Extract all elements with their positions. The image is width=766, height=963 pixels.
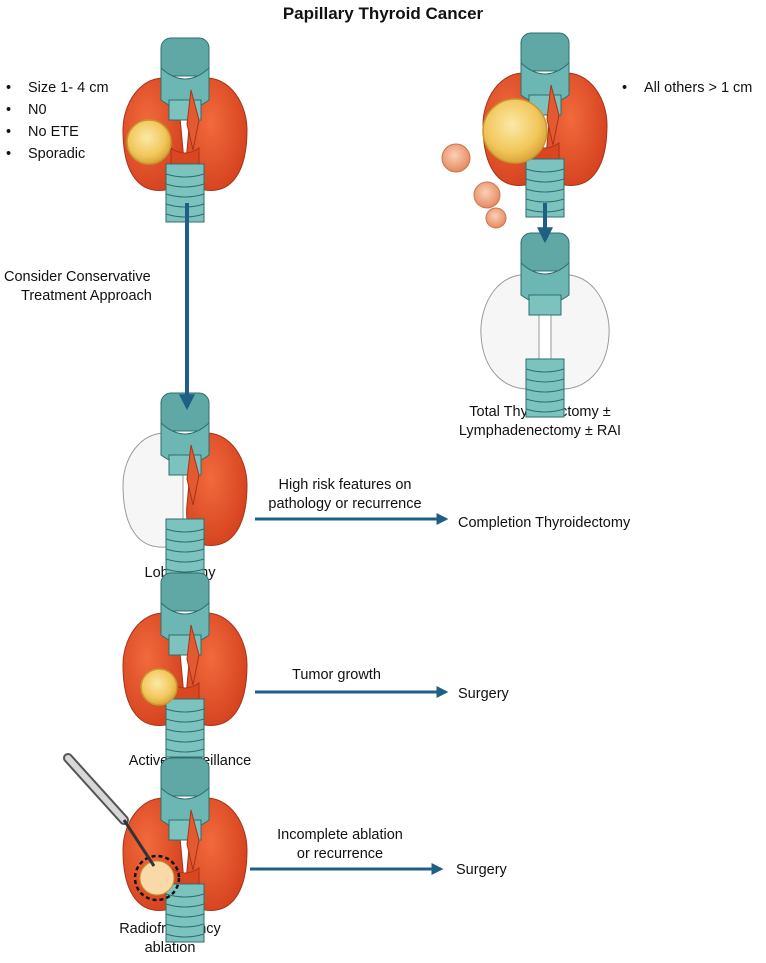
- ablation-zone-icon: [133, 854, 181, 902]
- small-tumor-icon: [140, 668, 178, 706]
- left-criteria-list: Size 1- 4 cm N0 No ETE Sporadic: [6, 77, 109, 165]
- lobectomy-arrow-label: High risk features on pathology or recur…: [268, 477, 422, 512]
- criterion-sporadic: Sporadic: [6, 143, 109, 165]
- right-criteria-list: All others > 1 cm: [622, 77, 752, 99]
- total-thyroidectomy-illustration: [480, 232, 610, 418]
- tumor-nodule-icon: [126, 119, 172, 165]
- rfa-needle-icon: [63, 753, 156, 867]
- metastases-icon: [441, 143, 507, 229]
- page-title: Papillary Thyroid Cancer: [282, 4, 484, 23]
- tumor-growth-label: Tumor growth: [292, 667, 381, 683]
- lobectomy-illustration: [122, 392, 248, 578]
- rfa-arrow-label: Incomplete ablation or recurrence: [277, 827, 403, 862]
- criterion-all-others: All others > 1 cm: [622, 77, 752, 99]
- conservative-label: Consider Conservative Treatment Approach: [4, 269, 152, 304]
- completion-thyroidectomy-label: Completion Thyroidectomy: [458, 515, 631, 531]
- rfa-surgery-label: Surgery: [456, 862, 507, 878]
- surveillance-surgery-label: Surgery: [458, 686, 509, 702]
- criterion-no-ete: No ETE: [6, 121, 109, 143]
- thyroid-multifocal-illustration: [482, 32, 608, 218]
- criterion-n0: N0: [6, 99, 109, 121]
- large-tumor-icon: [482, 98, 548, 164]
- criterion-size: Size 1- 4 cm: [6, 77, 109, 99]
- rfa-illustration: [122, 757, 248, 943]
- thyroid-with-tumor-illustration: [122, 37, 248, 223]
- active-surveillance-illustration: [122, 572, 248, 758]
